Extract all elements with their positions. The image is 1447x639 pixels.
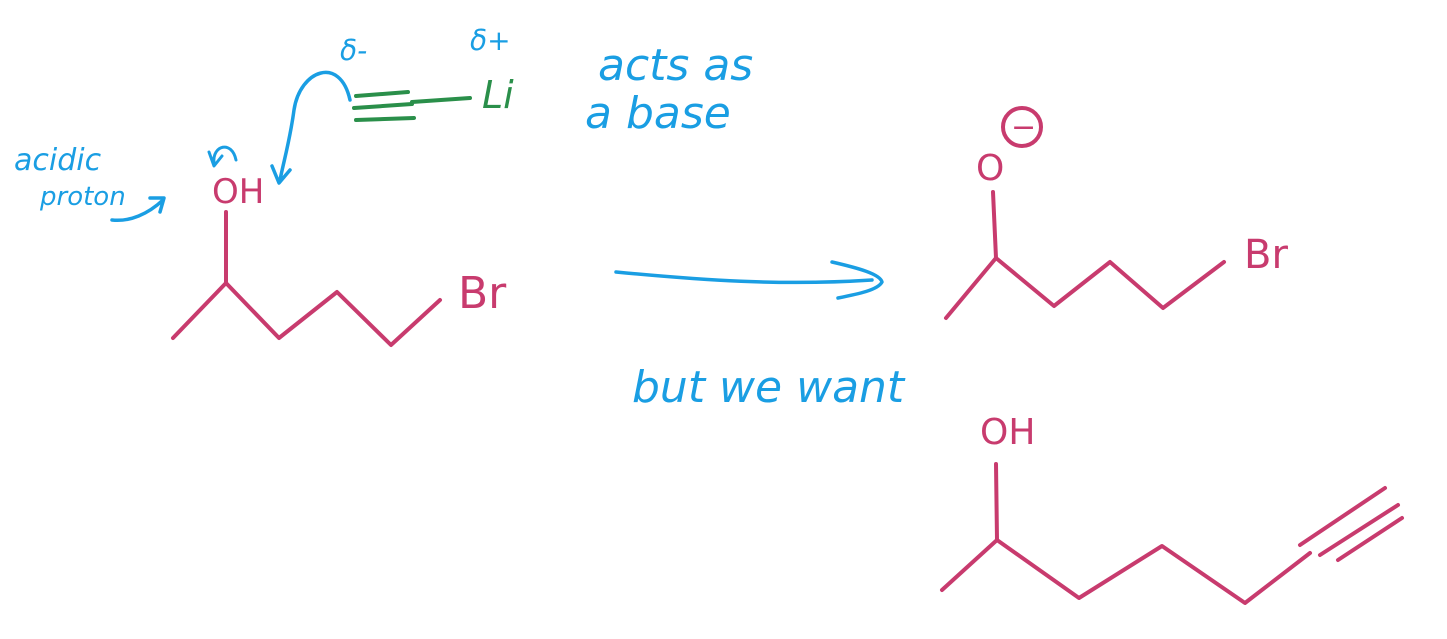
a-base-label: a base <box>585 88 731 139</box>
reactant-skeleton <box>171 281 442 347</box>
alkyne-bond-1 <box>1298 486 1387 547</box>
reactant-oh-label: OH <box>212 172 264 212</box>
alkyne-bond-2 <box>1318 503 1400 557</box>
lithium-label: Li <box>482 73 514 117</box>
product-o-label: O <box>976 148 1004 189</box>
triple-bond-3 <box>354 116 416 122</box>
triple-bond-2 <box>352 102 414 110</box>
desired-molecule <box>940 462 1404 605</box>
carbon-lithium-bond <box>410 96 472 104</box>
proton-label: proton <box>39 182 126 212</box>
acidic-proton-arrow <box>110 196 166 223</box>
curved-mechanism-arrow <box>270 70 352 185</box>
product-molecule <box>944 106 1226 320</box>
product-br-label: Br <box>1244 232 1288 278</box>
reaction-arrow <box>614 260 884 300</box>
product-o-bond <box>991 190 998 260</box>
product-skeleton <box>944 256 1226 320</box>
acidic-label: acidic <box>14 143 102 178</box>
desired-oh-label: OH <box>980 412 1035 453</box>
delta-minus-label: δ- <box>340 34 367 67</box>
desired-skeleton <box>940 538 1312 605</box>
but-we-want-label: but we want <box>632 362 906 413</box>
desired-oh-bond <box>994 462 999 542</box>
alkyne-bond-3 <box>1336 516 1404 562</box>
reactant-br-label: Br <box>458 268 507 319</box>
triple-bond-1 <box>354 90 410 98</box>
delta-plus-label: δ+ <box>470 24 511 57</box>
acetylide-reagent <box>352 90 472 122</box>
negative-charge-circle <box>1001 106 1043 148</box>
acts-as-label: acts as <box>598 40 753 91</box>
proton-hook-arrow <box>207 145 238 168</box>
negative-charge-sign: − <box>1011 110 1036 145</box>
reactant-molecule <box>171 210 442 347</box>
